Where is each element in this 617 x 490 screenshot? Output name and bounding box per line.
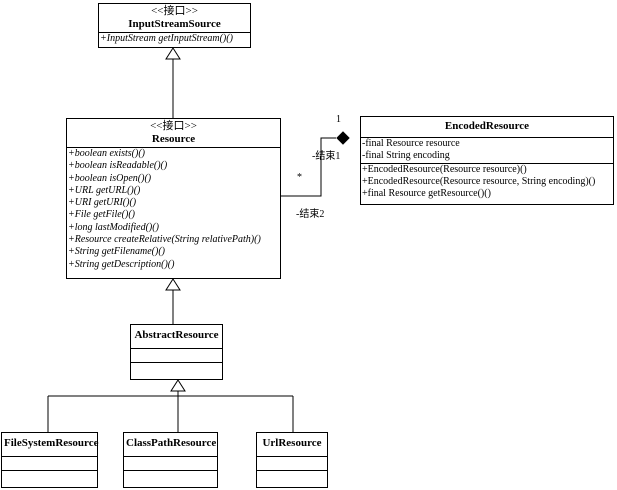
class-name: AbstractResource [134, 329, 219, 341]
method-row: +URI getURI()() [68, 197, 137, 209]
class-classpathresource: ClassPathResource [123, 432, 218, 488]
class-inputstreamsource: <<接口>> InputStreamSource +InputStream ge… [98, 3, 251, 48]
class-header: ClassPathResource [124, 433, 217, 457]
class-header: EncodedResource [361, 117, 613, 138]
methods-section [131, 363, 222, 376]
attribute-row: -final String encoding [362, 150, 450, 162]
class-name: InputStreamSource [128, 18, 221, 30]
stereotype-label: <<接口>> [151, 5, 198, 17]
stereotype-label: <<接口>> [150, 120, 197, 132]
methods-section [124, 471, 217, 484]
method-row: +final Resource getResource()() [362, 188, 491, 200]
method-row: +long lastModified()() [68, 221, 159, 233]
attributes-section [2, 457, 97, 471]
method-row: +String getFilename()() [68, 246, 165, 258]
class-urlresource: UrlResource [256, 432, 328, 488]
methods-section: +EncodedResource(Resource resource)() +E… [361, 164, 613, 201]
generalization-arrow-inputstreamsource [165, 47, 181, 60]
method-row: +URL getURL()() [68, 184, 141, 196]
attributes-section [124, 457, 217, 471]
class-name: Resource [151, 133, 196, 145]
class-encodedresource: EncodedResource -final Resource resource… [360, 116, 614, 205]
class-header: <<接口>> Resource [67, 119, 280, 148]
class-header: FileSystemResource [2, 433, 99, 457]
class-name: ClassPathResource [126, 437, 217, 449]
method-row: +boolean isOpen()() [68, 172, 152, 184]
class-header: <<接口>> InputStreamSource [99, 4, 250, 33]
method-row: +boolean exists()() [68, 148, 146, 159]
methods-section [257, 471, 327, 484]
class-header: UrlResource [257, 433, 327, 457]
role-end2-label: -结束2 [296, 209, 325, 220]
method-row: +String getDescription()() [68, 258, 175, 270]
generalization-arrow-resource [165, 278, 181, 291]
method-row: +File getFile()() [68, 209, 135, 221]
class-resource: <<接口>> Resource +boolean exists()() +boo… [66, 118, 281, 279]
class-abstractresource: AbstractResource [130, 324, 223, 380]
method-row: +EncodedResource(Resource resource)() [362, 163, 527, 175]
method-row: +Resource createRelative(String relative… [68, 234, 261, 246]
attributes-section [131, 349, 222, 363]
attributes-section [257, 457, 327, 471]
methods-section [2, 471, 97, 484]
attribute-row: -final Resource resource [362, 138, 460, 149]
class-name: FileSystemResource [4, 437, 99, 449]
class-name: EncodedResource [444, 120, 530, 132]
generalization-arrow-abstractresource [170, 379, 186, 392]
attributes-section: -final Resource resource -final String e… [361, 138, 613, 164]
class-header: AbstractResource [131, 325, 222, 349]
class-name: UrlResource [262, 437, 322, 449]
composition-diamond [336, 131, 350, 145]
role-end1-label: -结束1 [312, 151, 341, 162]
multiplicity-encoded-label: 1 [336, 114, 341, 125]
class-filesystemresource: FileSystemResource [1, 432, 99, 488]
methods-section: +InputStream getInputStream()() [99, 33, 250, 45]
method-row: +boolean isReadable()() [68, 160, 168, 172]
composition-line [281, 137, 336, 197]
methods-section: +boolean exists()() +boolean isReadable(… [67, 148, 280, 271]
method-row: +InputStream getInputStream()() [100, 33, 233, 44]
method-row: +EncodedResource(Resource resource, Stri… [362, 175, 596, 187]
multiplicity-resource-label: * [297, 172, 302, 183]
